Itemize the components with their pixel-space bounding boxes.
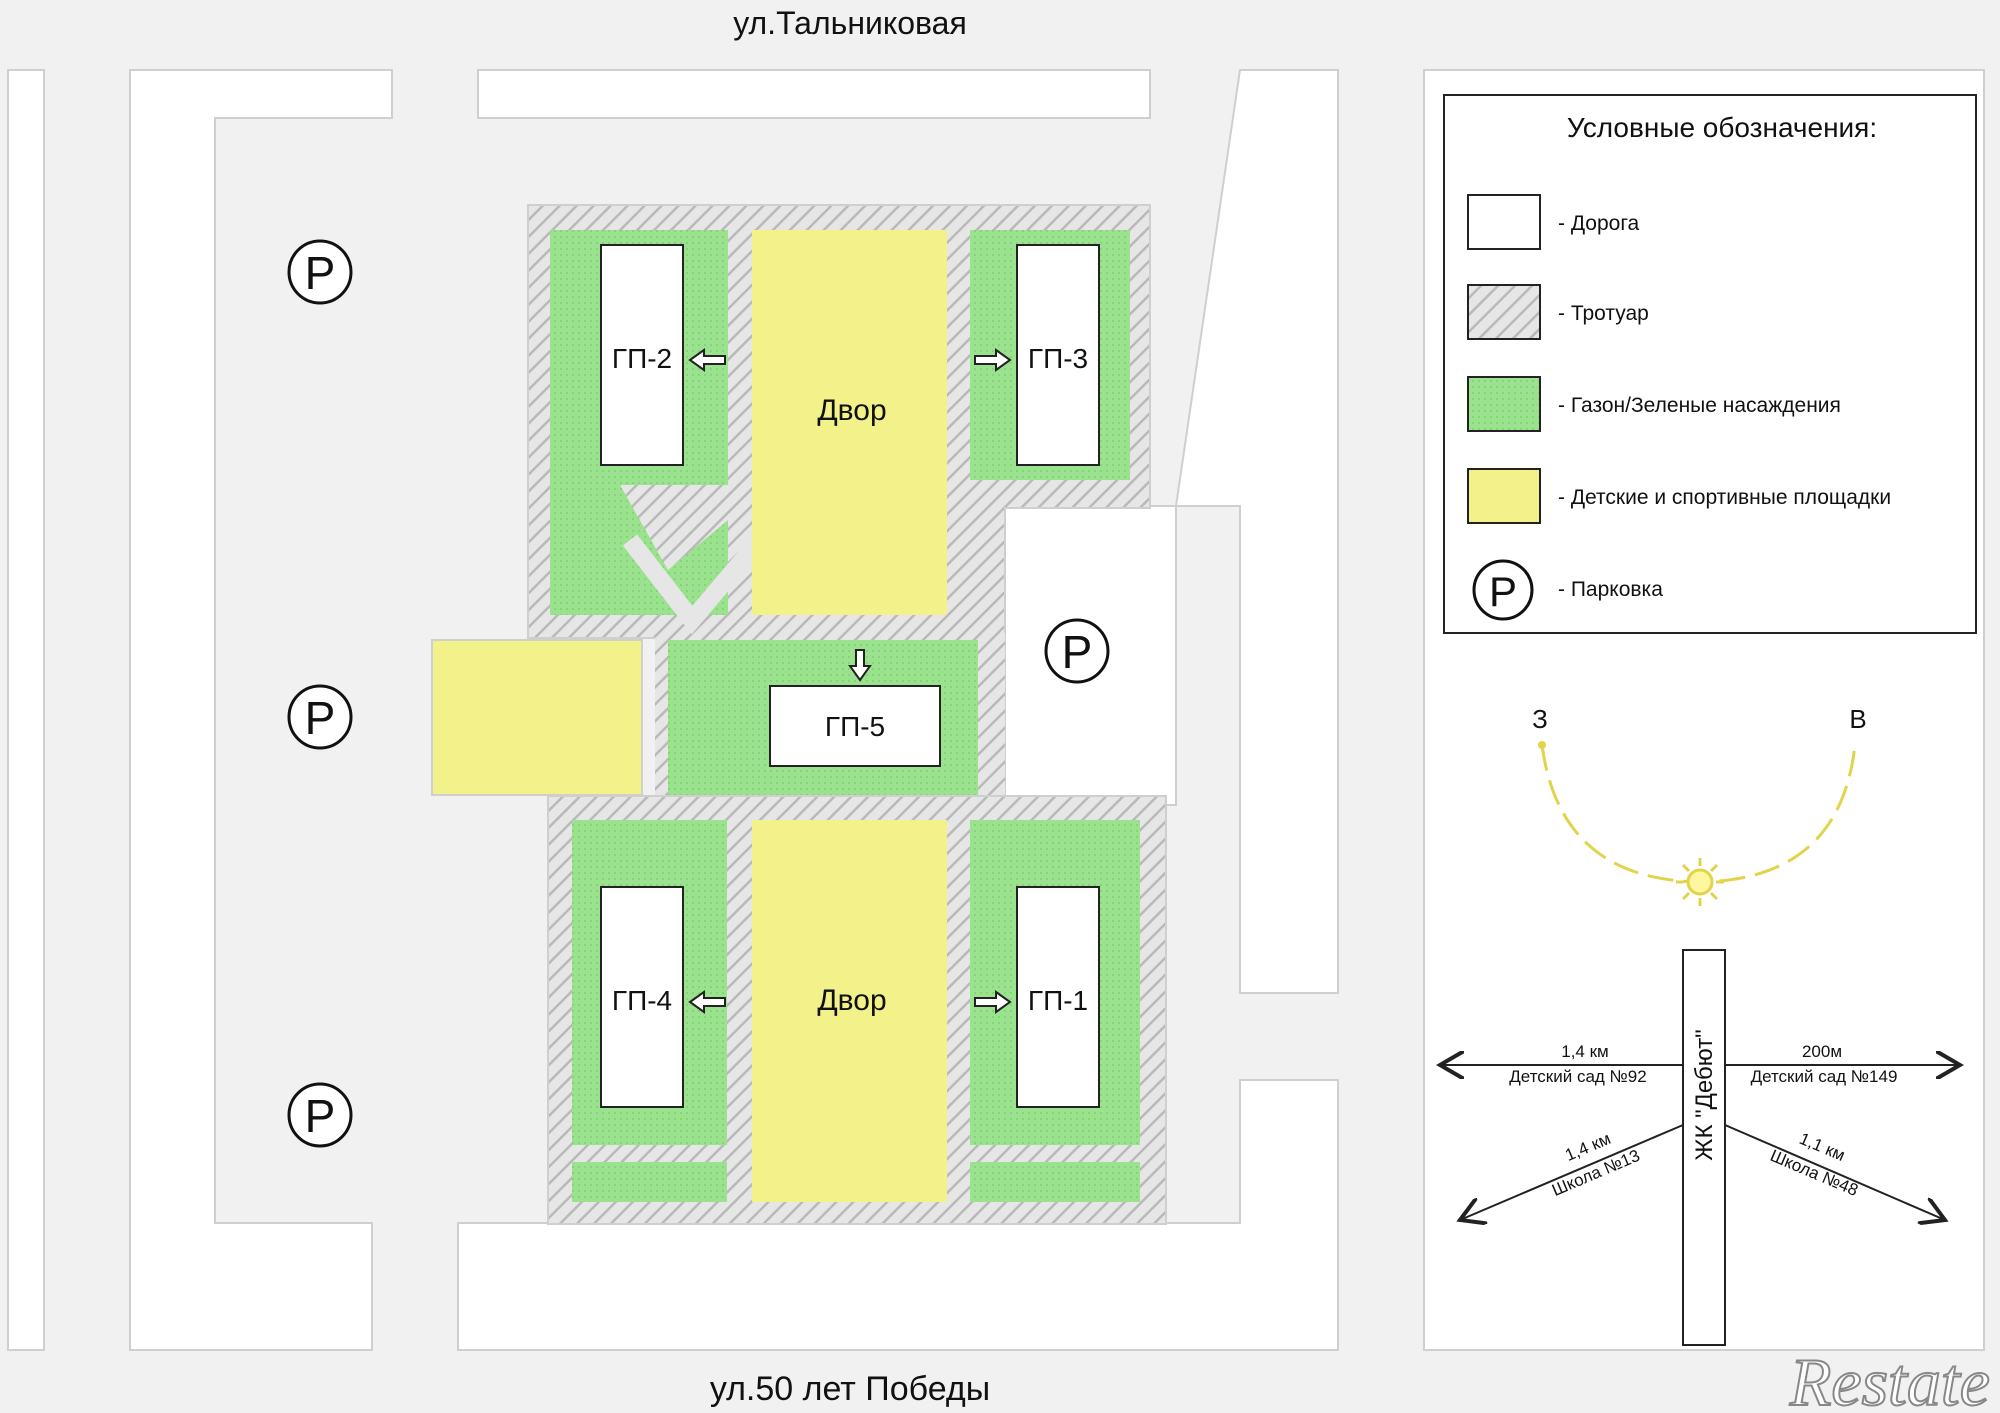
yard-south-label: Двор (817, 984, 886, 1017)
dist-right-value: 200м (1802, 1042, 1842, 1061)
parking-letter: P (305, 247, 336, 299)
legend-parking-icon: P (1472, 559, 1534, 621)
gp3-label: ГП-3 (1028, 343, 1088, 374)
legend: Условные обозначения: - Дорога - Тротуар… (1443, 94, 1977, 634)
gp1-label: ГП-1 (1028, 985, 1088, 1016)
entrance-arrows (688, 348, 1012, 1014)
building-gp3 (1016, 244, 1100, 466)
building-gp4 (600, 886, 684, 1108)
parking-icon: P (1044, 618, 1110, 684)
parking-markers: P P P P (287, 239, 1110, 1148)
parking-letter: P (305, 1090, 336, 1142)
parking-letter: P (1062, 626, 1093, 678)
parking-icon: P (287, 239, 353, 305)
building-gp2 (600, 244, 684, 466)
legend-title: Условные обозначения: (1567, 112, 1877, 143)
yard-south (752, 820, 947, 1202)
compass-west-label: З (1532, 704, 1548, 734)
legend-swatch-sidewalk (1467, 284, 1541, 340)
legend-label-green: - Газон/Зеленые насаждения (1558, 394, 1841, 417)
svg-text:P: P (1489, 568, 1517, 615)
road-north-segment (477, 69, 1151, 119)
yard-north-label: Двор (817, 394, 886, 427)
yard-north (752, 230, 947, 615)
parking-icon: P (287, 1082, 353, 1148)
entrance-arrow-icon (688, 348, 726, 372)
entrance-arrow-icon (974, 990, 1012, 1014)
road-south (457, 1079, 1339, 1351)
legend-swatch-green (1467, 376, 1541, 432)
compass-east-label: В (1849, 704, 1866, 734)
street-north-label: ул.Тальниковая (733, 5, 967, 41)
complex-label: ЖК "Дебют" (1691, 1029, 1718, 1160)
gp4-label: ГП-4 (612, 985, 672, 1016)
playground-west (431, 639, 643, 796)
legend-swatch-playground (1467, 468, 1541, 524)
entrance-arrow-icon (974, 348, 1012, 372)
entrance-arrow-icon (848, 649, 872, 682)
sun-icon (1676, 858, 1724, 906)
dist-right-place: Детский сад №149 (1751, 1067, 1898, 1086)
gp5-label: ГП-5 (825, 711, 885, 742)
gp2-label: ГП-2 (612, 343, 672, 374)
watermark-logo: Restate (1789, 1344, 1990, 1413)
legend-label-playground: - Детские и спортивные площадки (1558, 486, 1891, 509)
street-south-label: ул.50 лет Победы (710, 1370, 990, 1408)
complex-road (1682, 949, 1726, 1346)
legend-label-sidewalk: - Тротуар (1558, 302, 1649, 325)
dist-left-place: Детский сад №92 (1509, 1067, 1646, 1086)
legend-label-parking: - Парковка (1558, 578, 1663, 601)
parking-icon: P (287, 684, 353, 750)
legend-label-road: - Дорога (1558, 212, 1640, 235)
legend-swatch-road (1467, 194, 1541, 250)
sun-path-diagram: З В (1532, 704, 1867, 906)
road-west (129, 69, 393, 1351)
distance-diagram: ЖК "Дебют" 1,4 км Детский сад №92 200м Д… (1440, 949, 1960, 1346)
entrance-arrow-icon (688, 990, 726, 1014)
building-gp5 (769, 685, 941, 767)
building-gp1 (1016, 886, 1100, 1108)
dist-left-value: 1,4 км (1561, 1042, 1608, 1061)
parking-letter: P (305, 692, 336, 744)
road-far-west (7, 69, 45, 1351)
